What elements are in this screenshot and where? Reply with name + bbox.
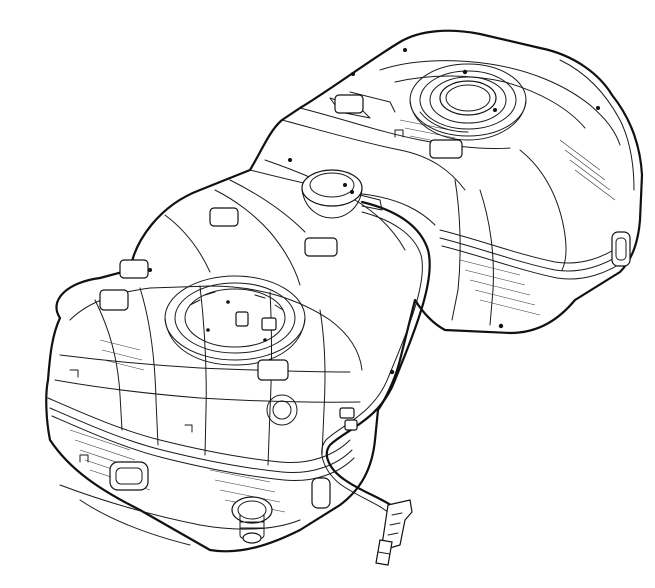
rivet-6 (288, 158, 292, 162)
surface-hatching (69, 119, 616, 513)
mark-left (69, 369, 79, 378)
hose-connector (375, 499, 413, 566)
mark-front-center (184, 424, 193, 433)
rivet-3 (351, 72, 355, 76)
center-sender-unit (301, 169, 383, 219)
mark-front-left (79, 454, 89, 463)
pocket-left (99, 289, 129, 311)
right-pump-module (409, 63, 527, 141)
pocket-center-lower (257, 359, 289, 381)
left-pump-module (164, 275, 306, 366)
hose-clips (148, 48, 600, 431)
pocket-top-center (429, 139, 463, 159)
clip-2 (344, 419, 358, 431)
pocket-mid-center (304, 237, 338, 257)
rivet-7 (148, 268, 152, 272)
clip-1 (339, 407, 355, 419)
boss-center (266, 394, 298, 426)
rivet-5 (596, 106, 600, 110)
mark-top (394, 129, 404, 138)
pocket-front-right (311, 477, 331, 509)
pocket-front-left (109, 461, 149, 491)
filler-hose (321, 200, 431, 515)
pocket-mid-left (209, 207, 239, 227)
mounting-pockets (69, 94, 631, 509)
pocket-top-left (334, 94, 364, 114)
rivet-2 (498, 323, 504, 329)
pocket-left-upper (119, 259, 149, 279)
drain-plug (231, 496, 273, 544)
rivet-1 (389, 369, 395, 375)
pocket-right-side (611, 231, 631, 267)
rivet-4 (403, 48, 407, 52)
